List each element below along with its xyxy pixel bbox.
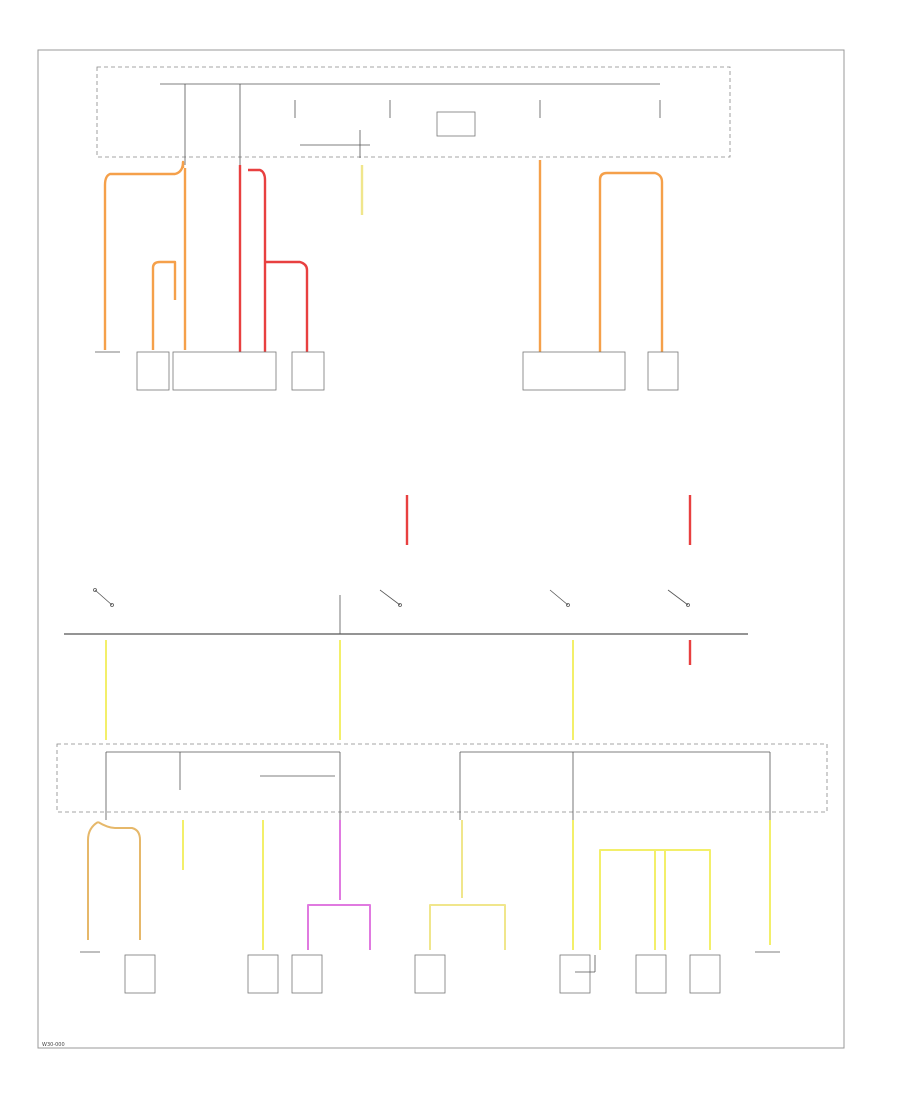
bottom-component-1 bbox=[124, 954, 156, 994]
bottom-component-4 bbox=[414, 954, 446, 994]
bottom-component-3 bbox=[291, 954, 323, 994]
bottom-component-2 bbox=[247, 954, 279, 994]
bottom-component-7 bbox=[689, 954, 721, 994]
center-module-left bbox=[172, 351, 277, 391]
relay-switches bbox=[93, 588, 690, 607]
right-component-2 bbox=[647, 351, 679, 391]
left-component-1 bbox=[136, 351, 170, 391]
bottom-component-5 bbox=[559, 954, 591, 994]
fuse-relay-symbol bbox=[436, 111, 476, 137]
top-fuse-block bbox=[96, 66, 731, 158]
bottom-component-6 bbox=[635, 954, 667, 994]
center-module-right bbox=[522, 351, 626, 391]
page-frame bbox=[37, 49, 845, 1049]
footer-code: W30-000 bbox=[42, 1042, 65, 1048]
bottom-fuse-block bbox=[56, 743, 828, 813]
right-component-1 bbox=[291, 351, 325, 391]
